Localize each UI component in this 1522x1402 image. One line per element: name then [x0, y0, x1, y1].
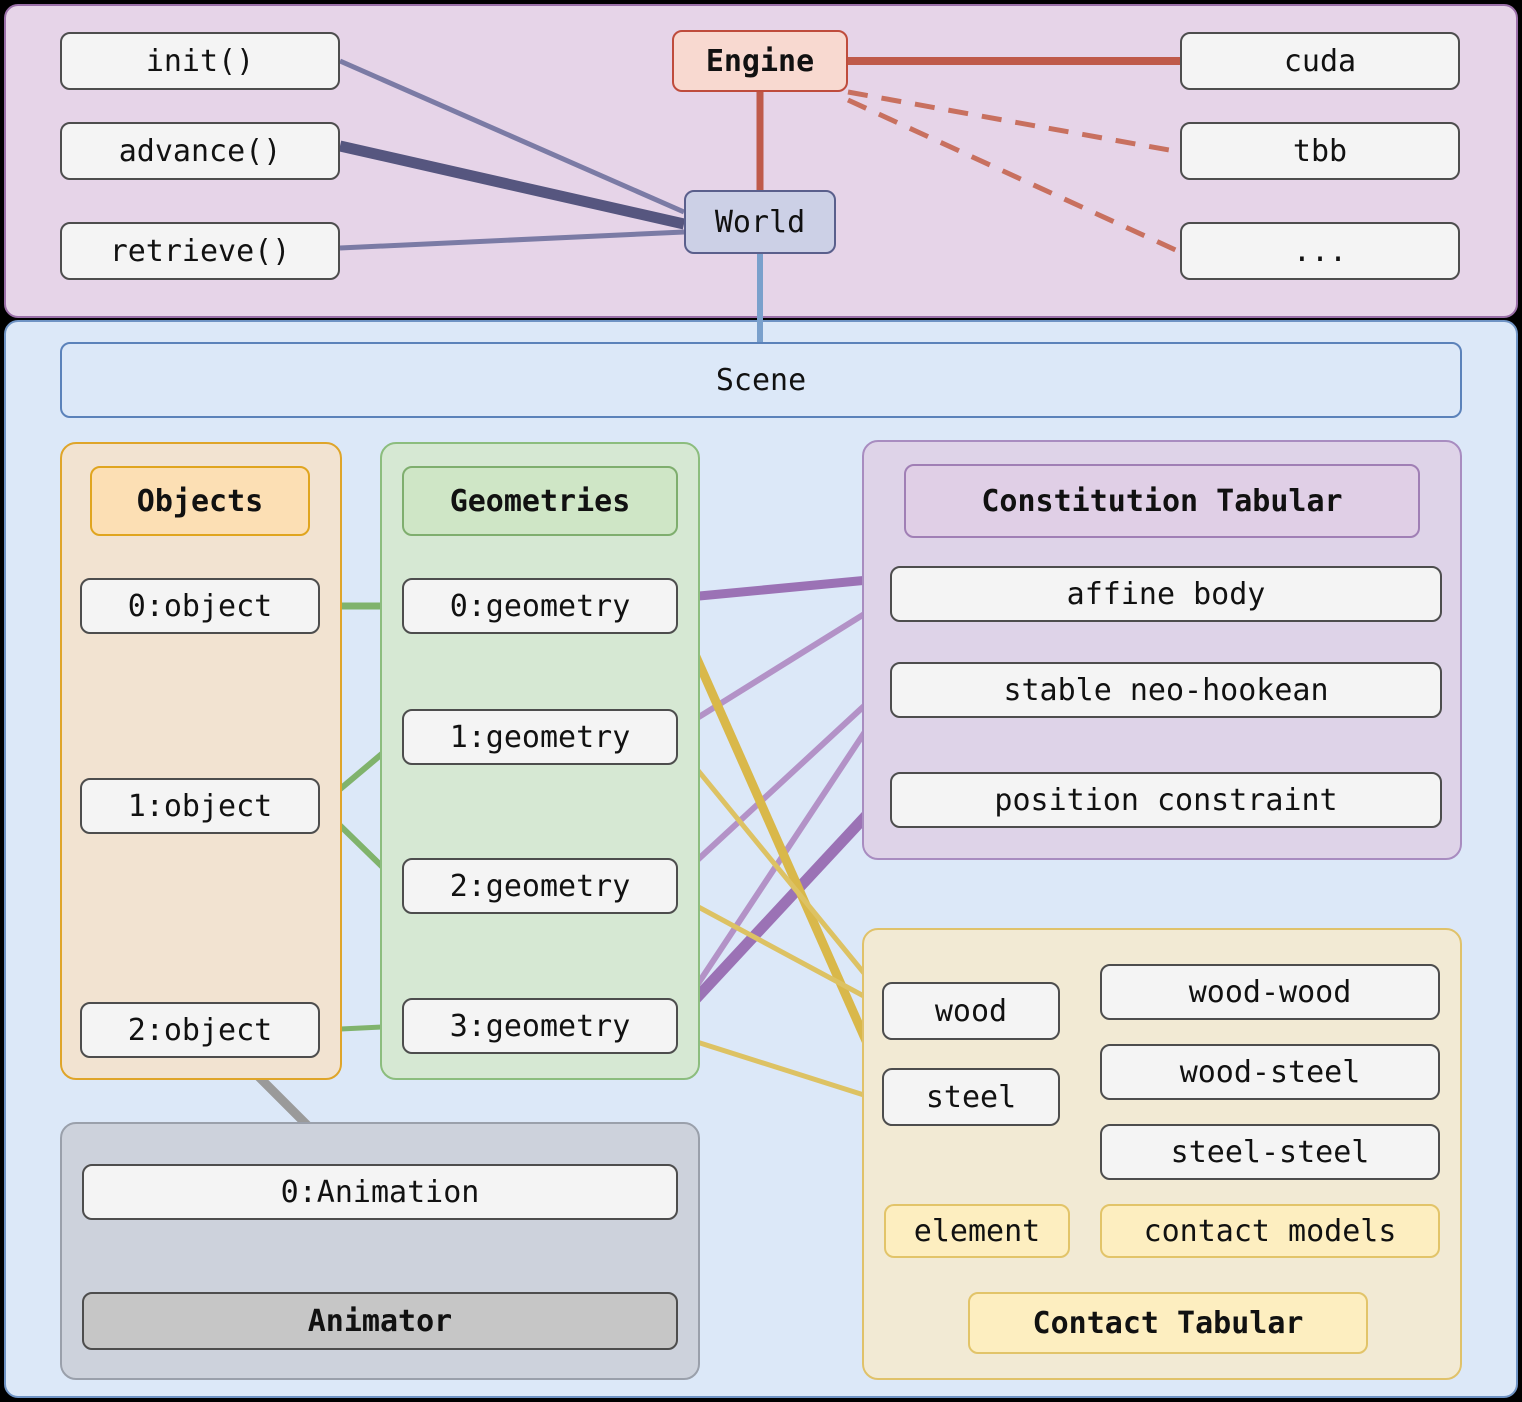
- geometry-item-3[interactable]: 3:geometry: [402, 998, 678, 1054]
- contact-element-steel[interactable]: steel: [882, 1068, 1060, 1126]
- backend-box-more[interactable]: ...: [1180, 222, 1460, 280]
- animation-item-0[interactable]: 0:Animation: [82, 1164, 678, 1220]
- constitution-item-stable-neo-hookean[interactable]: stable neo-hookean: [890, 662, 1442, 718]
- api-box-advance[interactable]: advance(): [60, 122, 340, 180]
- backend-box-tbb[interactable]: tbb: [1180, 122, 1460, 180]
- constitution-item-affine-body[interactable]: affine body: [890, 566, 1442, 622]
- world-box[interactable]: World: [684, 190, 836, 254]
- contact-models-tag: contact models: [1100, 1204, 1440, 1258]
- objects-group: [60, 442, 342, 1080]
- geometry-item-2[interactable]: 2:geometry: [402, 858, 678, 914]
- constitution-item-position-constraint[interactable]: position constraint: [890, 772, 1442, 828]
- geometries-header: Geometries: [402, 466, 678, 536]
- api-box-retrieve[interactable]: retrieve(): [60, 222, 340, 280]
- contact-tabular-header: Contact Tabular: [968, 1292, 1368, 1354]
- contact-model-steel-steel[interactable]: steel-steel: [1100, 1124, 1440, 1180]
- constitution-tabular-header: Constitution Tabular: [904, 464, 1420, 538]
- animator-box[interactable]: Animator: [82, 1292, 678, 1350]
- object-item-1[interactable]: 1:object: [80, 778, 320, 834]
- scene-box[interactable]: Scene: [60, 342, 1462, 418]
- objects-header: Objects: [90, 466, 310, 536]
- contact-model-wood-steel[interactable]: wood-steel: [1100, 1044, 1440, 1100]
- geometry-item-0[interactable]: 0:geometry: [402, 578, 678, 634]
- api-box-init[interactable]: init(): [60, 32, 340, 90]
- engine-box[interactable]: Engine: [672, 30, 848, 92]
- backend-box-cuda[interactable]: cuda: [1180, 32, 1460, 90]
- contact-model-wood-wood[interactable]: wood-wood: [1100, 964, 1440, 1020]
- contact-element-tag: element: [884, 1204, 1070, 1258]
- object-item-2[interactable]: 2:object: [80, 1002, 320, 1058]
- object-item-0[interactable]: 0:object: [80, 578, 320, 634]
- geometry-item-1[interactable]: 1:geometry: [402, 709, 678, 765]
- contact-element-wood[interactable]: wood: [882, 982, 1060, 1040]
